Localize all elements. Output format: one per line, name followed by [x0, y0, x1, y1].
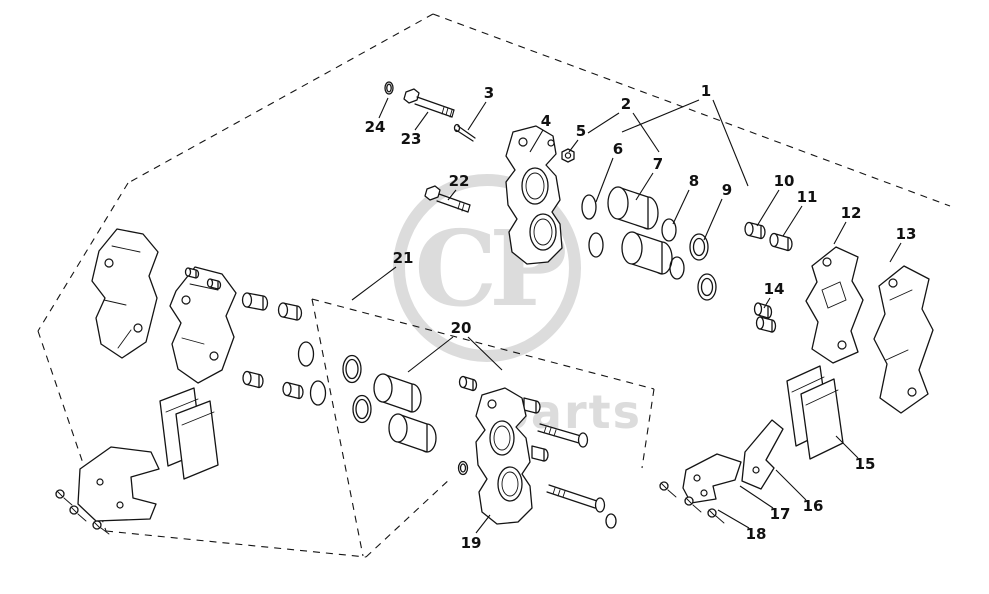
- retainer-screws-18: [659, 481, 725, 524]
- callout-12: 12: [841, 204, 862, 222]
- left-carrier-plate-outer: [91, 228, 159, 359]
- retainer-bracket-17: [682, 453, 742, 504]
- callout-8: 8: [689, 172, 699, 190]
- callout-18: 18: [746, 525, 767, 543]
- leader-line-1: [621, 99, 700, 133]
- leader-line-11: [782, 205, 803, 237]
- leader-line-23: [414, 111, 429, 131]
- callout-4: 4: [541, 112, 551, 130]
- piston-seals-6: [581, 194, 604, 258]
- callout-7: 7: [653, 155, 663, 173]
- caliper-body-upper: [505, 125, 563, 265]
- leader-line-19: [475, 514, 491, 534]
- callout-6: 6: [613, 140, 623, 158]
- lower-mount-bolt-a: [537, 423, 589, 448]
- middle-washer: [457, 460, 469, 476]
- leader-line-18: [717, 509, 750, 529]
- callout-15: 15: [855, 455, 876, 473]
- leader-line-1: [712, 99, 749, 187]
- leader-line-24: [378, 97, 389, 119]
- middle-piston-a: [373, 373, 422, 413]
- callout-16: 16: [803, 497, 824, 515]
- lower-o-ring: [605, 513, 617, 529]
- left-retainer-screws: [55, 489, 110, 535]
- callout-1: 1: [701, 82, 711, 100]
- guide-pin-11: [769, 232, 793, 252]
- leader-line-22: [447, 189, 457, 201]
- callout-14: 14: [764, 280, 785, 298]
- left-brake-pads: [159, 387, 219, 480]
- left-guide-bush-a: [242, 370, 264, 389]
- left-guide-pin-small-b: [206, 278, 222, 290]
- carrier-bracket-12: [805, 246, 864, 364]
- leader-line-13: [889, 242, 902, 263]
- outer-plate-13: [873, 265, 934, 414]
- dashed-guide-lines: [37, 13, 951, 558]
- leader-line-3: [467, 101, 487, 131]
- left-guide-pin-small-a: [184, 267, 200, 279]
- leader-line-17: [739, 485, 774, 509]
- leader-line-10: [756, 189, 780, 227]
- caliper-body-lower: [475, 387, 549, 525]
- callout-5: 5: [576, 122, 586, 140]
- middle-piston-seals: [297, 341, 372, 424]
- brake-pads-15: [786, 365, 844, 460]
- leader-line-6: [595, 157, 614, 203]
- pad-spring-16: [741, 419, 784, 490]
- leader-line-15: [835, 435, 859, 459]
- middle-bushing: [458, 375, 478, 392]
- split-pin-3: [453, 123, 476, 142]
- seal-ring-24: [384, 81, 394, 95]
- leader-line-20: [467, 336, 503, 371]
- callout-11: 11: [797, 188, 818, 206]
- leader-line-7: [635, 172, 654, 201]
- leader-line-8: [672, 189, 690, 225]
- callout-10: 10: [774, 172, 795, 190]
- o-rings-8: [661, 218, 685, 280]
- callout-20: 20: [451, 319, 472, 337]
- left-carrier-plate-inner: [169, 266, 237, 384]
- bleed-bolt-23: [403, 88, 455, 118]
- leader-line-4: [529, 129, 544, 153]
- leader-line-9: [703, 198, 723, 241]
- left-guide-bush-b: [282, 381, 304, 400]
- callout-3: 3: [484, 84, 494, 102]
- leader-line-21: [351, 266, 397, 301]
- middle-piston-b: [388, 413, 437, 453]
- callout-24: 24: [365, 118, 386, 136]
- leader-line-5: [568, 139, 579, 153]
- bushing-10: [744, 221, 766, 240]
- left-retainer-bracket: [77, 446, 160, 522]
- sleeves-14: [753, 302, 777, 333]
- nut-5: [561, 148, 575, 163]
- leader-line-14: [763, 297, 771, 309]
- leader-line-2: [587, 112, 620, 134]
- callout-21: 21: [393, 249, 414, 267]
- callout-9: 9: [722, 181, 732, 199]
- left-sleeve-a: [241, 292, 269, 311]
- banjo-bolt-22: [424, 185, 471, 213]
- piston-7b: [621, 231, 673, 275]
- dust-boots-9: [689, 233, 717, 301]
- left-sleeve-b: [277, 302, 303, 321]
- leader-line-20: [407, 336, 454, 373]
- callout-17: 17: [770, 505, 791, 523]
- leader-line-2: [632, 112, 660, 153]
- callout-2: 2: [621, 95, 631, 113]
- callout-23: 23: [401, 130, 422, 148]
- piston-7a: [607, 186, 659, 230]
- callout-19: 19: [461, 534, 482, 552]
- callout-13: 13: [896, 225, 917, 243]
- callout-22: 22: [449, 172, 470, 190]
- leader-line-16: [775, 469, 807, 501]
- leader-line-12: [833, 221, 847, 245]
- lower-mount-bolt-b: [546, 484, 606, 513]
